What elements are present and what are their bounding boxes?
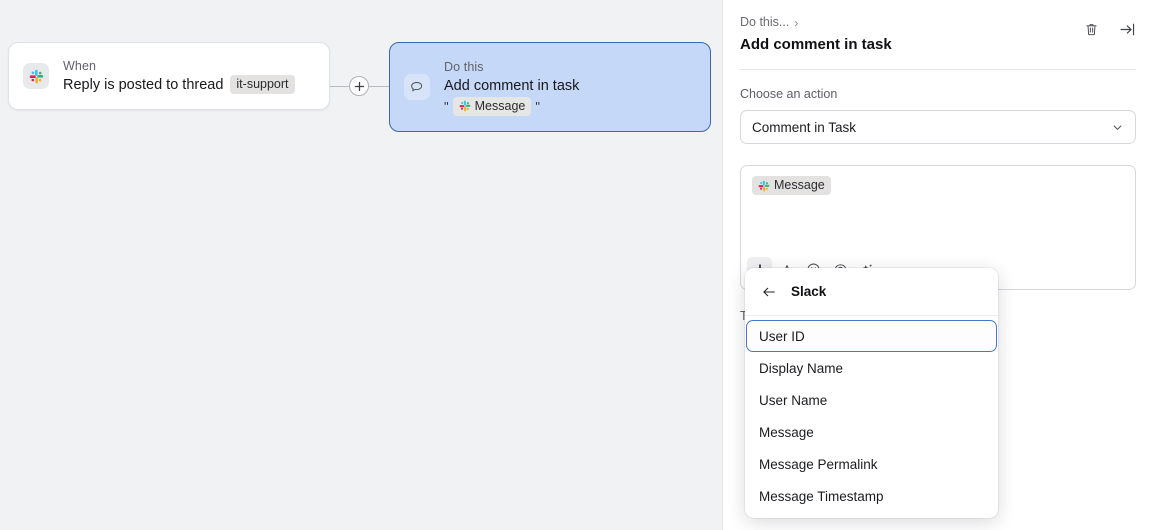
arrow-to-right-icon [1120, 23, 1134, 35]
action-select-value: Comment in Task [752, 119, 857, 135]
slack-icon [758, 180, 770, 191]
panel-header: Do this... › Add comment in task [724, 0, 1152, 70]
quote-close: " [535, 98, 540, 114]
action-token-chip: Message [452, 96, 532, 116]
trigger-channel-tag: it-support [230, 75, 295, 94]
dropdown-item-user-name[interactable]: User Name [759, 392, 828, 408]
composer-token-label: Message [774, 178, 825, 192]
dropdown-item-display-name[interactable]: Display Name [759, 360, 844, 376]
trigger-card[interactable]: When Reply is posted to thread it-suppor… [8, 42, 330, 110]
action-token-label: Message [474, 98, 526, 113]
breadcrumb[interactable]: Do this... › [740, 14, 798, 31]
action-subtitle: " Message [444, 96, 579, 116]
collapse-panel-button[interactable] [1116, 18, 1138, 40]
composer-token-chip[interactable]: Message [752, 176, 831, 195]
breadcrumb-label: Do this... [740, 15, 790, 29]
action-select[interactable]: Comment in Task [740, 110, 1136, 144]
dropdown-item-message-timestamp[interactable]: Message Timestamp [759, 488, 884, 504]
arrow-left-icon [763, 287, 775, 296]
chevron-down-icon [1111, 121, 1124, 134]
choose-action-label: Choose an action [740, 87, 838, 101]
chevron-right-icon: › [794, 15, 799, 30]
obscured-field-label: T [740, 309, 748, 323]
delete-button[interactable] [1080, 18, 1102, 40]
add-step-button[interactable] [349, 76, 369, 96]
comment-bubble-icon [404, 74, 430, 100]
connector-line-left [330, 86, 352, 87]
variable-picker-dropdown[interactable]: Slack User ID Display Name User Name Mes… [745, 268, 998, 518]
dropdown-item-user-id[interactable]: User ID [746, 320, 997, 352]
dropdown-title: Slack [791, 284, 827, 299]
dropdown-header: Slack [745, 268, 998, 316]
action-card[interactable]: Do this Add comment in task " [389, 42, 711, 132]
dropdown-item-message-permalink[interactable]: Message Permalink [759, 456, 878, 472]
dropdown-item-message[interactable]: Message [759, 424, 814, 440]
dropdown-list: User ID Display Name User Name Message M… [745, 316, 998, 512]
connector-line-right [367, 86, 391, 87]
quote-open: " [444, 98, 449, 114]
trash-icon [1085, 23, 1097, 35]
page-title: Add comment in task [740, 36, 892, 53]
trigger-kicker: When [63, 58, 97, 73]
trigger-title-row: Reply is posted to thread it-support [63, 75, 295, 95]
action-title: Add comment in task [444, 77, 580, 94]
action-kicker: Do this [444, 59, 484, 74]
plus-icon [354, 81, 364, 91]
trigger-title: Reply is posted to thread [63, 76, 224, 93]
header-divider [740, 69, 1136, 70]
panel-header-actions [1080, 18, 1138, 40]
back-button[interactable] [761, 284, 777, 300]
workflow-canvas[interactable]: When Reply is posted to thread it-suppor… [0, 0, 723, 530]
slack-icon [23, 63, 49, 89]
slack-icon [459, 100, 471, 112]
